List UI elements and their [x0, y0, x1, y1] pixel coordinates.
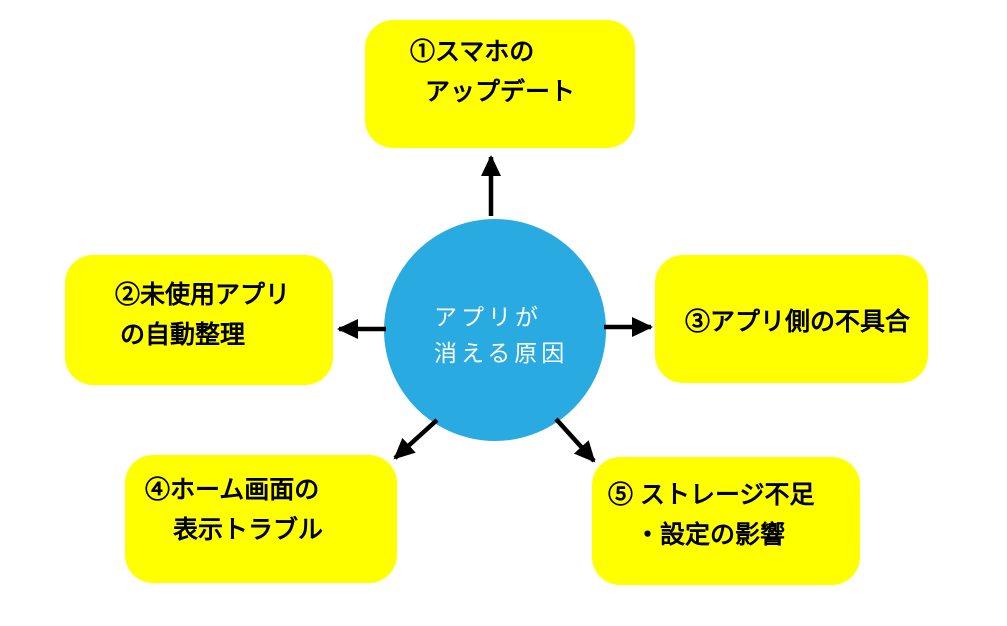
arrow-to-node-5 — [554, 417, 596, 463]
cause-node-5-line-2: ・設定の影響 — [635, 521, 786, 549]
cause-node-5-storage-settings: ⑤ ストレージ不足 ・設定の影響 — [592, 457, 860, 585]
cause-node-3-line-1: ③アプリ側の不具合 — [685, 308, 911, 336]
cause-node-2-unused-app-cleanup: ②未使用アプリ の自動整理 — [65, 255, 333, 385]
arrow-to-node-4 — [393, 418, 439, 460]
cause-node-3-app-side-defect: ③アプリ側の不具合 — [655, 255, 928, 383]
cause-node-4-line-1: ④ホーム画面の — [145, 476, 320, 504]
cause-node-1-line-1: ①スマホの — [410, 38, 535, 66]
cause-node-4-home-screen-trouble: ④ホーム画面の 表示トラブル — [125, 455, 397, 583]
center-topic-line-1: アプリが — [434, 304, 542, 330]
cause-node-1-line-2: アップデート — [425, 78, 576, 106]
center-topic-circle: アプリが 消える原因 — [384, 219, 606, 441]
cause-node-5-line-1: ⑤ ストレージ不足 — [608, 481, 815, 509]
center-topic-line-2: 消える原因 — [434, 340, 569, 366]
cause-node-1-smartphone-update: ①スマホの アップデート — [365, 20, 635, 148]
cause-node-4-line-2: 表示トラブル — [173, 516, 324, 544]
cause-node-2-line-2: の自動整理 — [120, 321, 246, 349]
cause-node-2-line-1: ②未使用アプリ — [115, 281, 291, 309]
